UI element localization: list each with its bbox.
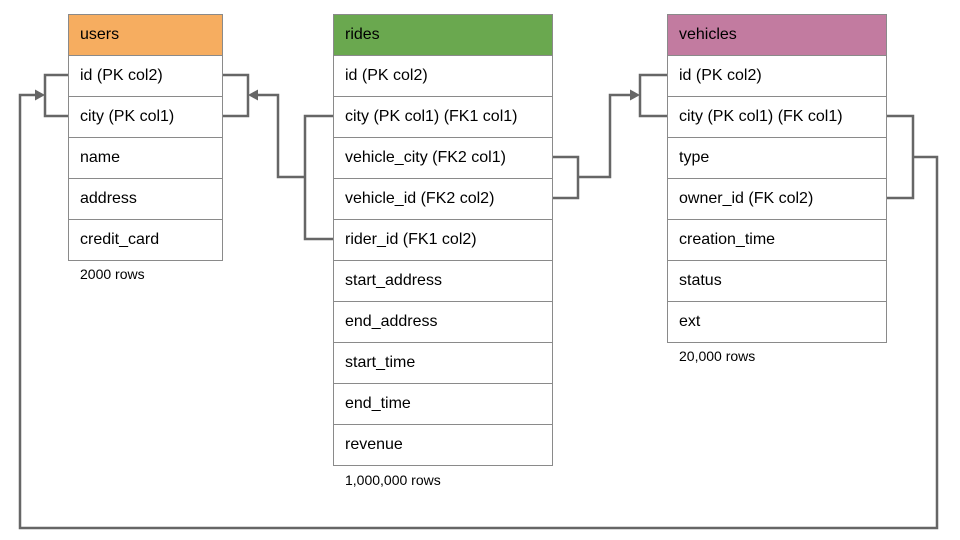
column-row: id (PK col2) [334, 55, 552, 96]
column-row: vehicle_id (FK2 col2) [334, 178, 552, 219]
row-count-label: 2000 rows [80, 266, 145, 282]
table-users: users id (PK col2) city (PK col1) name a… [68, 14, 223, 261]
column-row: type [668, 137, 886, 178]
users-pk-right-bracket [222, 73, 250, 118]
column-row: start_time [334, 342, 552, 383]
column-row: city (PK col1) [69, 96, 222, 137]
column-row: end_time [334, 383, 552, 424]
vehicles-fk-bracket [886, 114, 915, 200]
column-row: ext [668, 301, 886, 342]
table-header-users: users [69, 15, 222, 55]
rides-fk2-to-vehicles-line [578, 93, 631, 179]
row-count-label: 20,000 rows [679, 348, 756, 364]
row-count-label: 1,000,000 rows [345, 472, 441, 488]
arrowhead-into-users-right [248, 89, 258, 101]
column-row: credit_card [69, 219, 222, 260]
rides-fk1-to-users-line [257, 93, 305, 179]
column-row: name [69, 137, 222, 178]
column-row: revenue [334, 424, 552, 465]
arrowhead-into-vehicles [630, 89, 640, 101]
column-row: id (PK col2) [668, 55, 886, 96]
table-header-rides: rides [334, 15, 552, 55]
column-row: creation_time [668, 219, 886, 260]
column-row: vehicle_city (FK2 col1) [334, 137, 552, 178]
users-pk-left-bracket [43, 73, 68, 118]
vehicles-pk-bracket [638, 73, 667, 118]
column-row: start_address [334, 260, 552, 301]
table-rides: rides id (PK col2) city (PK col1) (FK1 c… [333, 14, 553, 466]
column-row: address [69, 178, 222, 219]
arrowhead-into-users-left [35, 89, 45, 101]
rides-fk1-bracket [303, 114, 333, 241]
column-row: rider_id (FK1 col2) [334, 219, 552, 260]
rides-fk2-bracket [552, 155, 580, 200]
column-row: end_address [334, 301, 552, 342]
table-header-vehicles: vehicles [668, 15, 886, 55]
table-vehicles: vehicles id (PK col2) city (PK col1) (FK… [667, 14, 887, 343]
column-row: owner_id (FK col2) [668, 178, 886, 219]
column-row: status [668, 260, 886, 301]
column-row: id (PK col2) [69, 55, 222, 96]
column-row: city (PK col1) (FK col1) [668, 96, 886, 137]
column-row: city (PK col1) (FK1 col1) [334, 96, 552, 137]
